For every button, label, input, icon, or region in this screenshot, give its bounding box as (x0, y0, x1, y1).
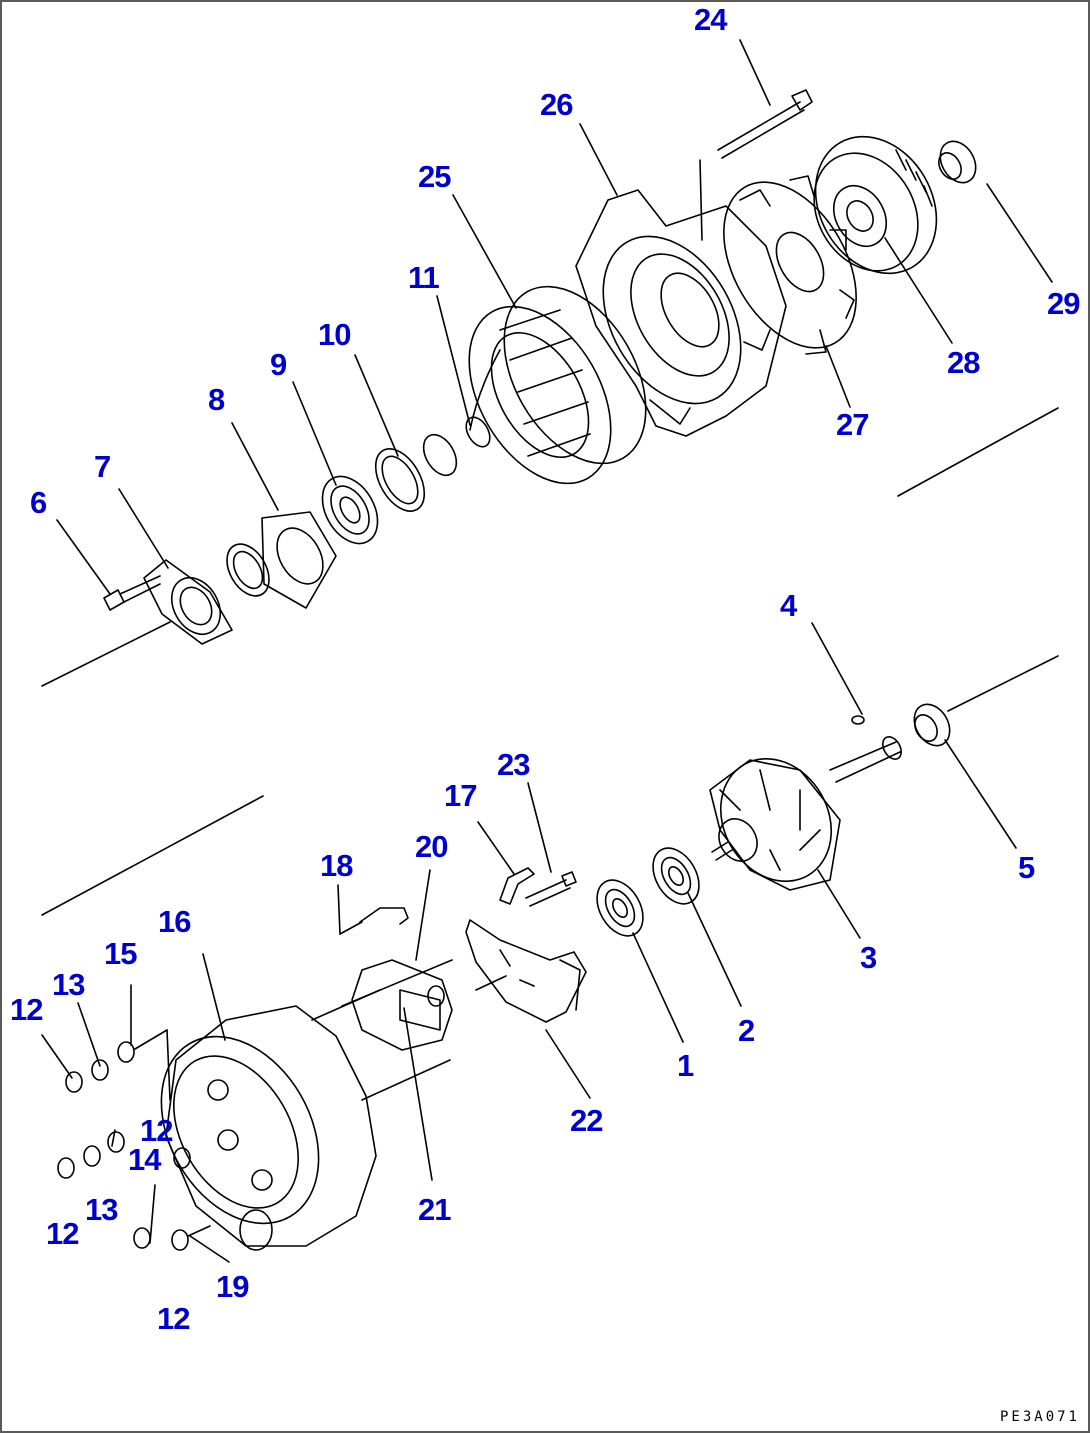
bearing-1 (596, 879, 644, 937)
callout-26[interactable]: 26 (540, 87, 573, 122)
callout-17[interactable]: 17 (444, 778, 477, 813)
bearing-9 (321, 475, 379, 545)
callout-12d[interactable]: 12 (157, 1301, 190, 1336)
callout-8[interactable]: 8 (208, 382, 225, 417)
plate-7 (143, 559, 233, 645)
terminal-18 (339, 907, 409, 935)
callout-24[interactable]: 24 (694, 2, 727, 37)
axis-line-upper-left (41, 621, 171, 687)
callout-16[interactable]: 16 (158, 904, 191, 939)
callout-22[interactable]: 22 (570, 1103, 603, 1138)
regulator-21 (351, 959, 453, 1051)
collar-5 (913, 703, 951, 747)
callout-1[interactable]: 1 (677, 1048, 694, 1083)
callout-7[interactable]: 7 (94, 449, 111, 484)
seal-ring (226, 543, 270, 597)
plate-8 (261, 511, 337, 609)
axis-line-upper-right (897, 407, 1059, 497)
callout-6[interactable]: 6 (30, 485, 47, 520)
callout-20[interactable]: 20 (415, 829, 448, 864)
callout-5[interactable]: 5 (1018, 850, 1035, 885)
callout-12b[interactable]: 12 (140, 1113, 173, 1148)
axis-line-lower-left (41, 795, 264, 916)
callout-25[interactable]: 25 (418, 159, 451, 194)
rear-housing-16 (160, 989, 451, 1251)
ring-11 (422, 416, 491, 477)
callout-3[interactable]: 3 (860, 940, 877, 975)
stator-25 (468, 285, 647, 485)
nut-29 (938, 140, 977, 184)
callout-19[interactable]: 19 (216, 1269, 249, 1304)
callout-18[interactable]: 18 (320, 848, 353, 883)
callout-21[interactable]: 21 (418, 1192, 451, 1227)
callout-23[interactable]: 23 (497, 747, 530, 782)
callout-13a[interactable]: 13 (52, 967, 85, 1002)
bearing-2 (652, 847, 700, 905)
axis-line-lower-right (947, 655, 1059, 712)
rotor-3 (709, 736, 902, 891)
pulley-28 (813, 135, 938, 275)
callout-11[interactable]: 11 (408, 260, 440, 295)
callout-14[interactable]: 14 (128, 1142, 161, 1177)
key-4 (851, 715, 865, 725)
callout-10[interactable]: 10 (318, 317, 351, 352)
brush-holder-22 (465, 919, 587, 1023)
callout-27[interactable]: 27 (836, 407, 869, 442)
bolt-6 (103, 575, 161, 611)
callout-12c[interactable]: 12 (46, 1216, 79, 1251)
callout-2[interactable]: 2 (738, 1013, 755, 1048)
screw-23 (525, 871, 577, 907)
bolt-24 (699, 89, 813, 241)
callout-12a[interactable]: 12 (10, 992, 43, 1027)
callout-4[interactable]: 4 (780, 588, 797, 623)
small-parts-12-13-14-15-19 (57, 1041, 211, 1251)
callout-9[interactable]: 9 (270, 347, 287, 382)
front-housing-26 (575, 189, 787, 437)
callout-28[interactable]: 28 (947, 345, 980, 380)
callout-15[interactable]: 15 (104, 936, 137, 971)
leader-lines (41, 39, 1053, 1263)
callout-13b[interactable]: 13 (85, 1192, 118, 1227)
callout-29[interactable]: 29 (1047, 286, 1080, 321)
drawing-code: PE3A071 (999, 1409, 1080, 1425)
ring-10 (374, 448, 426, 512)
fan-27 (723, 175, 857, 355)
clip-17 (499, 867, 535, 905)
